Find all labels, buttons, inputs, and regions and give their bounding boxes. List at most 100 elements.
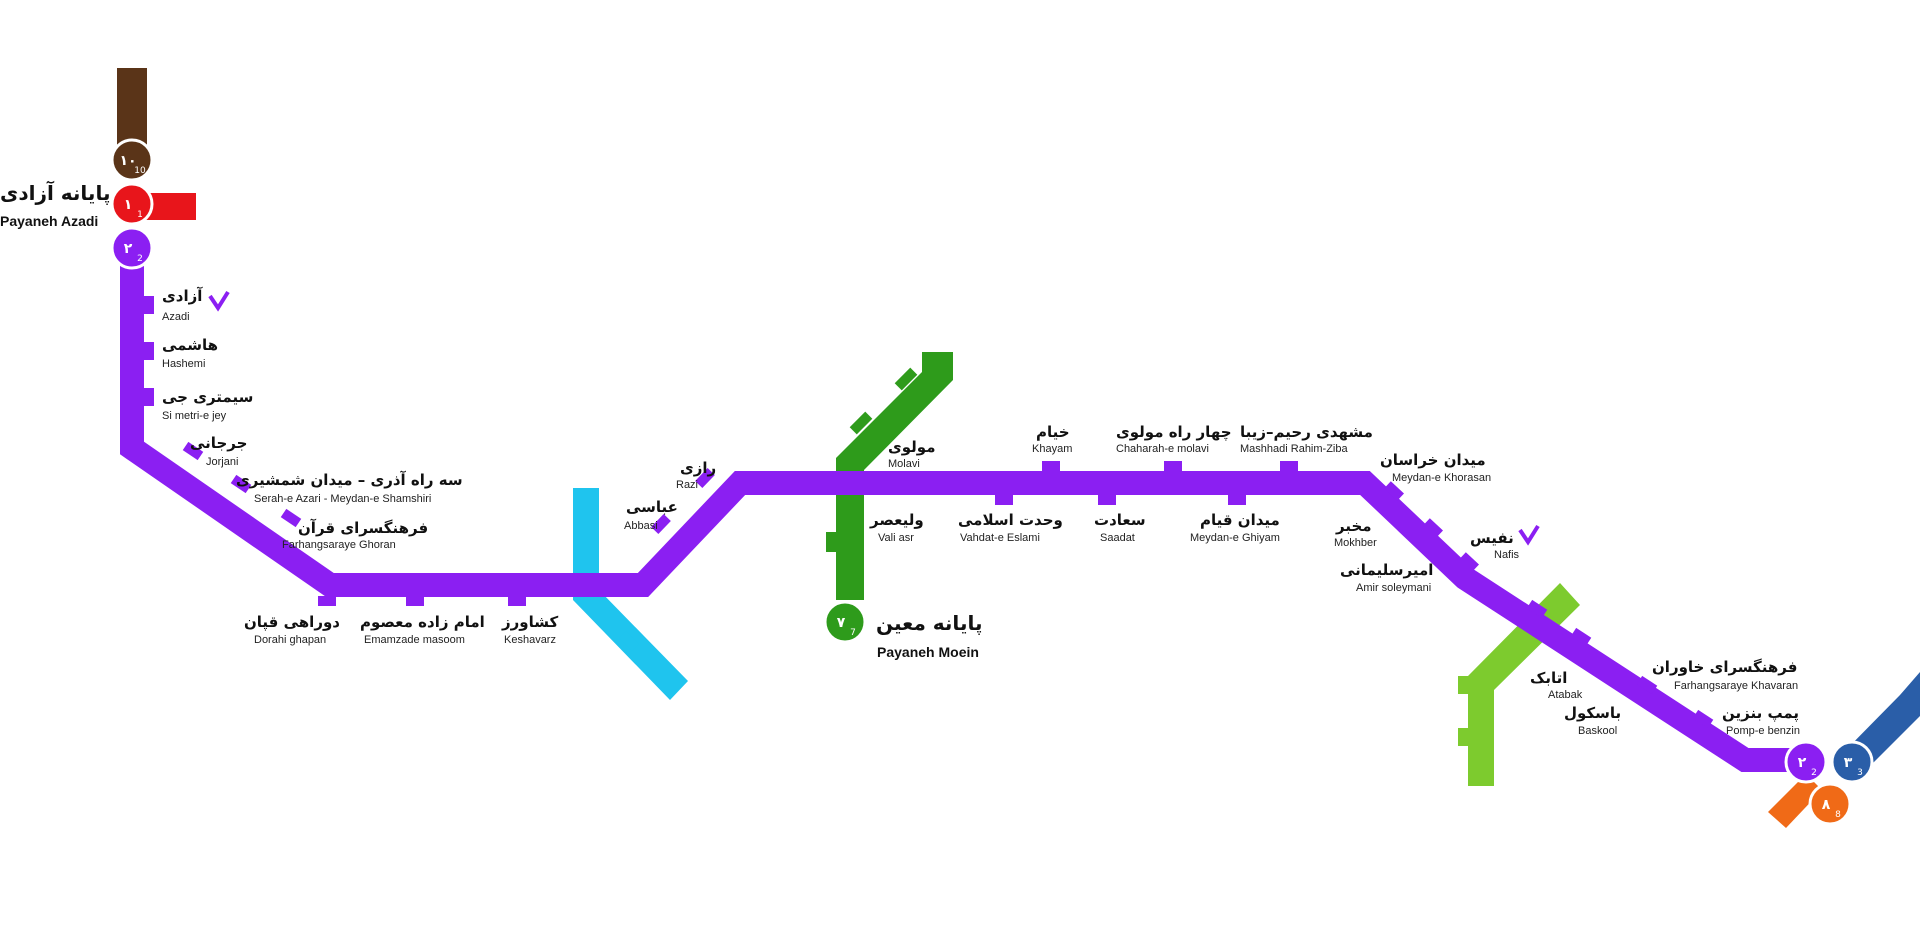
station-keshavarz[interactable]: کشاورز Keshavarz: [501, 613, 558, 646]
svg-text:۳: ۳: [1844, 755, 1853, 771]
station-meydan-ghiyam[interactable]: میدان قیام Meydan-e Ghiyam: [1190, 511, 1280, 544]
svg-text:رازی: رازی: [680, 459, 716, 477]
svg-text:Abbasi: Abbasi: [624, 520, 658, 532]
svg-text:Vali asr: Vali asr: [878, 532, 914, 544]
svg-text:Meydan-e Khorasan: Meydan-e Khorasan: [1392, 472, 1491, 484]
svg-text:۲: ۲: [124, 241, 133, 257]
svg-text:Meydan-e Ghiyam: Meydan-e Ghiyam: [1190, 532, 1280, 544]
station-azadi[interactable]: آزادی Azadi: [162, 287, 203, 323]
station-serah-azari[interactable]: سه راه آذری – میدان شمشیری Serah-e Azari…: [236, 471, 463, 505]
svg-text:8: 8: [1835, 810, 1841, 820]
svg-text:امیرسلیمانی: امیرسلیمانی: [1340, 561, 1433, 579]
line-2-track: [120, 255, 1800, 772]
svg-text:۷: ۷: [837, 615, 846, 631]
svg-text:Farhangsaraye Ghoran: Farhangsaraye Ghoran: [282, 539, 396, 551]
svg-text:Atabak: Atabak: [1548, 689, 1583, 701]
svg-text:فرهنگسرای خاوران: فرهنگسرای خاوران: [1652, 658, 1797, 676]
svg-text:جرجانی: جرجانی: [190, 434, 247, 452]
station-emamzade-masoom[interactable]: امام زاده معصوم Emamzade masoom: [360, 613, 485, 646]
station-atabak[interactable]: اتابک Atabak: [1530, 669, 1583, 701]
badge-line-8[interactable]: ۸ 8: [1808, 782, 1852, 826]
svg-text:میدان خراسان: میدان خراسان: [1380, 451, 1486, 469]
badge-line-1[interactable]: ۱ 1: [110, 182, 154, 226]
station-abbasi[interactable]: عباسی Abbasi: [624, 498, 678, 532]
svg-text:آزادی: آزادی: [162, 287, 203, 305]
direction-chevron-icon: [208, 290, 230, 312]
svg-text:Pomp-e benzin: Pomp-e benzin: [1726, 725, 1800, 737]
svg-text:Emamzade masoom: Emamzade masoom: [364, 634, 465, 646]
svg-text:خیام: خیام: [1036, 423, 1070, 441]
svg-text:پمپ بنزین: پمپ بنزین: [1722, 704, 1799, 723]
badge-line-3[interactable]: ۳ 3: [1830, 740, 1874, 784]
svg-text:سیمتری جی: سیمتری جی: [162, 388, 253, 406]
svg-text:Nafis: Nafis: [1494, 549, 1520, 561]
line-4-station-mark: [619, 631, 639, 651]
svg-text:Baskool: Baskool: [1578, 725, 1617, 737]
direction-chevron-icon: [1518, 524, 1540, 546]
station-khayam[interactable]: خیام Khayam: [1032, 423, 1072, 455]
svg-text:Farhangsaraye Khavaran: Farhangsaraye Khavaran: [1674, 680, 1798, 692]
station-saadat[interactable]: سعادت Saadat: [1094, 511, 1146, 544]
line-6-station-mark: [1458, 676, 1470, 694]
badge-line-2-azadi[interactable]: ۲ 2: [110, 226, 154, 270]
terminal-azadi-en: Payaneh Azadi: [0, 213, 98, 229]
terminal-azadi-fa: پایانه آزادی: [0, 180, 110, 206]
svg-text:Saadat: Saadat: [1100, 532, 1135, 544]
station-hashemi[interactable]: هاشمی Hashemi: [162, 336, 218, 370]
svg-text:2: 2: [1811, 768, 1817, 778]
svg-text:فرهنگسرای قرآن: فرهنگسرای قرآن: [298, 519, 428, 537]
badge-line-10[interactable]: ۱۰ 10: [110, 138, 154, 182]
svg-text:Dorahi ghapan: Dorahi ghapan: [254, 634, 326, 646]
svg-text:Si metri-e jey: Si metri-e jey: [162, 410, 227, 422]
svg-text:Vahdat-e Eslami: Vahdat-e Eslami: [960, 532, 1040, 544]
svg-text:7: 7: [850, 628, 856, 638]
badge-line-2-east[interactable]: ۲ 2: [1784, 740, 1828, 784]
line-7-station-mark: [849, 411, 873, 435]
station-pomp-benzin[interactable]: پمپ بنزین Pomp-e benzin: [1722, 704, 1800, 737]
station-baskool[interactable]: باسکول Baskool: [1564, 704, 1621, 737]
station-chaharah-molavi[interactable]: چهار راه مولوی Chaharah-e molavi: [1116, 423, 1232, 455]
svg-text:Razi: Razi: [676, 479, 698, 491]
svg-text:سه راه آذری – میدان شمشیری: سه راه آذری – میدان شمشیری: [236, 471, 463, 489]
svg-text:مخبر: مخبر: [1335, 517, 1372, 535]
svg-text:میدان قیام: میدان قیام: [1200, 511, 1280, 529]
station-vali-asr[interactable]: ولیعصر Vali asr: [869, 511, 924, 544]
svg-text:وحدت اسلامی: وحدت اسلامی: [958, 511, 1063, 529]
station-nafis[interactable]: نفیس Nafis: [1470, 529, 1520, 561]
station-mokhber[interactable]: مخبر Mokhber: [1334, 517, 1377, 549]
svg-text:ولیعصر: ولیعصر: [869, 511, 924, 529]
station-amir-soleymani[interactable]: امیرسلیمانی Amir soleymani: [1340, 561, 1433, 594]
svg-text:Mashhadi Rahim-Ziba: Mashhadi Rahim-Ziba: [1240, 443, 1348, 455]
station-farhangsaraye-ghoran[interactable]: فرهنگسرای قرآن Farhangsaraye Ghoran: [282, 519, 428, 551]
badge-line-7[interactable]: ۷ 7: [823, 600, 867, 644]
svg-text:دوراهی قپان: دوراهی قپان: [244, 613, 340, 632]
svg-text:10: 10: [134, 166, 146, 176]
station-vahdat-eslami[interactable]: وحدت اسلامی Vahdat-e Eslami: [958, 511, 1063, 544]
station-simetri-jey[interactable]: سیمتری جی Si metri-e jey: [162, 388, 253, 422]
svg-text:اتابک: اتابک: [1530, 669, 1567, 687]
station-dorahi-ghapan[interactable]: دوراهی قپان Dorahi ghapan: [244, 613, 340, 646]
terminal-moein-fa: پایانه معین: [876, 611, 982, 636]
svg-text:Mokhber: Mokhber: [1334, 537, 1377, 549]
svg-text:Keshavarz: Keshavarz: [504, 634, 556, 646]
svg-text:۱: ۱: [124, 197, 133, 213]
line-8-segment: [1768, 774, 1822, 828]
station-mashhadi-rahim-ziba[interactable]: مشهدی رحیم–زیبا Mashhadi Rahim-Ziba: [1240, 423, 1373, 455]
station-jorjani[interactable]: جرجانی Jorjani: [190, 434, 247, 468]
svg-text:نفیس: نفیس: [1470, 529, 1514, 547]
svg-text:Chaharah-e molavi: Chaharah-e molavi: [1116, 443, 1209, 455]
svg-text:۱۰: ۱۰: [119, 153, 136, 169]
svg-text:Khayam: Khayam: [1032, 443, 1072, 455]
line-4-station-mark: [654, 666, 674, 686]
station-farhangsaraye-khavaran[interactable]: فرهنگسرای خاوران Farhangsaraye Khavaran: [1652, 658, 1798, 692]
line-6-station-mark: [1458, 728, 1470, 746]
svg-text:سعادت: سعادت: [1094, 511, 1146, 529]
svg-text:Azadi: Azadi: [162, 311, 190, 323]
svg-text:Serah-e Azari - Meydan-e Shams: Serah-e Azari - Meydan-e Shamshiri: [254, 493, 431, 505]
station-meydan-khorasan[interactable]: میدان خراسان Meydan-e Khorasan: [1380, 451, 1491, 484]
svg-text:Amir soleymani: Amir soleymani: [1356, 582, 1431, 594]
station-molavi[interactable]: مولوی Molavi: [888, 438, 935, 470]
svg-text:Molavi: Molavi: [888, 458, 920, 470]
station-razi[interactable]: رازی Razi: [676, 459, 716, 491]
